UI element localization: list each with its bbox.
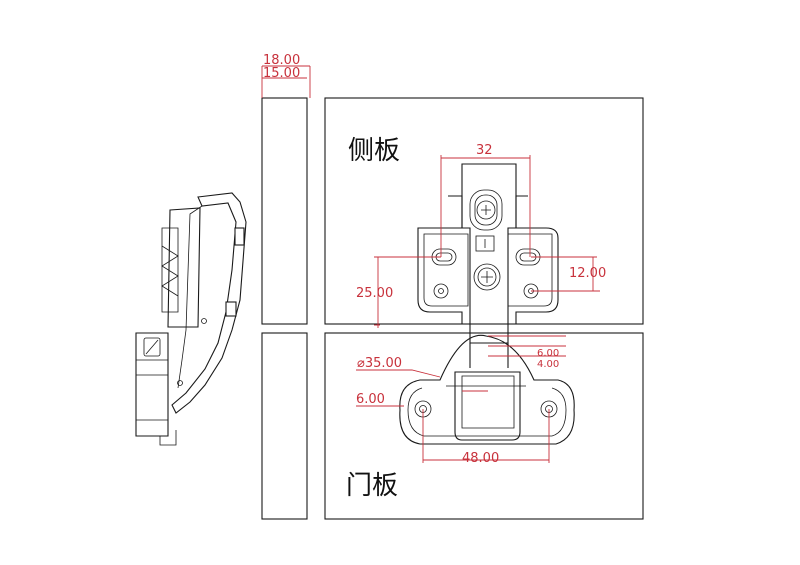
cup-body xyxy=(454,371,521,441)
main-screw-inner xyxy=(477,267,497,287)
hinge-side-profile xyxy=(135,192,247,446)
adjust-screw-housing xyxy=(469,189,503,231)
cup-slot-mark xyxy=(145,339,159,355)
mounting-plate-front xyxy=(417,195,559,325)
dim-cup-edge: 6.00 xyxy=(356,392,385,407)
plate-zigzag xyxy=(161,245,179,297)
side-panel-edge xyxy=(261,97,308,325)
arm-knuckle xyxy=(469,343,509,368)
adjust-screw-cross-icon xyxy=(481,205,491,215)
cup-pin xyxy=(177,380,183,386)
panel-sections: 侧板 门板 xyxy=(261,97,644,520)
dim-25-lines xyxy=(374,256,441,328)
hinge-arm-inner xyxy=(177,205,203,389)
adjust-screw-inner xyxy=(474,194,498,226)
hinge-cup-plate xyxy=(399,334,575,445)
dim-thickness-b: 15.00 xyxy=(263,66,300,81)
dim-mount-spacing: 32 xyxy=(476,143,493,158)
plate-inner-outline xyxy=(423,233,553,307)
dim-gap-a: 6.00 xyxy=(537,348,559,359)
dim-gap-b: 4.00 xyxy=(537,359,559,370)
dim-32-lines xyxy=(440,155,531,257)
door-panel-edge xyxy=(261,332,308,520)
dim-48-lines xyxy=(422,409,550,463)
cup-inner xyxy=(136,359,168,421)
dim-mount-offset: 12.00 xyxy=(569,266,606,281)
plate-hole-left-inner xyxy=(438,288,444,294)
main-screw-cross-icon xyxy=(481,271,493,283)
side-panel-label: 侧板 xyxy=(348,136,400,166)
cup-slot xyxy=(143,337,161,357)
arm-screw-upper xyxy=(234,227,245,246)
dim-gap-lines xyxy=(488,335,566,357)
dim-cup-diameter: ⌀35.00 xyxy=(357,356,402,371)
pivot-dot xyxy=(201,318,207,324)
mounting-plate-inner xyxy=(161,227,179,313)
dim-thickness-a: 18.00 xyxy=(263,53,300,68)
plate-hole-left xyxy=(433,283,449,299)
cup-body-inner xyxy=(461,375,515,429)
door-panel-label: 门板 xyxy=(346,471,398,501)
adjust-screw-head xyxy=(476,200,496,220)
dim-12-lines xyxy=(531,256,600,292)
dim-mount-height: 25.00 xyxy=(356,286,393,301)
dim-diameter-leader xyxy=(356,369,441,378)
hinge-front-view xyxy=(399,163,575,445)
cup-lip xyxy=(159,430,177,446)
dim-thickness-lines xyxy=(261,65,311,98)
dimensions: 18.00 15.00 32 12.00 25.00 6.00 4.00 ⌀35… xyxy=(261,53,606,466)
arm-screw-lower xyxy=(225,301,237,317)
arm-window xyxy=(475,235,495,252)
door-panel xyxy=(324,332,644,520)
dim-screw-spacing: 48.00 xyxy=(462,451,499,466)
hinge-cup-profile xyxy=(135,332,169,437)
mounting-plate xyxy=(167,207,201,328)
cup-plate-inner xyxy=(407,385,567,437)
main-screw-outer xyxy=(473,263,501,291)
dim-cup-edge-lines xyxy=(356,390,488,407)
